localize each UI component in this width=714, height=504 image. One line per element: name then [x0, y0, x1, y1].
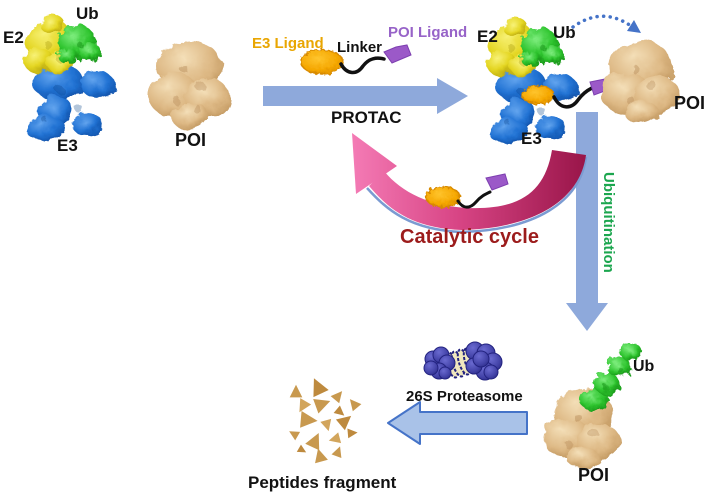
ternary-complex-graphic	[486, 18, 680, 144]
ternary-e3-ligand-shape	[521, 85, 555, 105]
poly-ub-chain-graphic	[580, 343, 642, 411]
ub-label-ternary: Ub	[553, 23, 576, 42]
e3-label-initial: E3	[57, 136, 78, 155]
cycle-protac-molecule-graphic	[425, 173, 509, 209]
proteasome-label: 26S Proteasome	[406, 388, 523, 405]
protac-arrow-label: PROTAC	[331, 108, 402, 127]
ub-label-chain: Ub	[633, 358, 655, 375]
ub-label-initial: Ub	[76, 4, 99, 23]
poi-label-degraded: POI	[578, 465, 610, 485]
ubiquitination-label: Ubiquitination	[600, 172, 617, 273]
cycle-arrowhead	[352, 133, 397, 194]
linker-label: Linker	[337, 39, 383, 56]
e2-label-ternary: E2	[477, 27, 498, 46]
catalytic-cycle-label: Catalytic cycle	[400, 226, 539, 248]
catalytic-cycle-arrow	[352, 133, 588, 234]
peptides-label: Peptides fragment	[248, 473, 397, 492]
e2-label-initial: E2	[3, 28, 24, 47]
ternary-linker-line	[552, 86, 594, 109]
protac-molecule-graphic	[300, 44, 412, 75]
proteasome-graphic	[423, 341, 503, 381]
poi-label-ternary: POI	[674, 93, 706, 113]
ubiquitinated-poi-graphic	[543, 343, 642, 469]
poi-ligand-label: POI Ligand	[388, 24, 468, 41]
e3-label-ternary: E3	[521, 129, 542, 148]
protac-arrow	[263, 78, 468, 114]
poi-ligand-shape	[383, 44, 412, 64]
peptide-fragments-graphic	[289, 378, 362, 464]
free-poi-graphic	[148, 40, 230, 130]
e3-ligand-label: E3 Ligand	[252, 35, 324, 52]
linker-line	[339, 56, 386, 75]
ub-transfer-dotted-arrow	[571, 14, 641, 33]
e3-ligand-shape	[300, 49, 344, 75]
poi-label-free: POI	[175, 130, 207, 150]
e2-ub-e3-complex-graphic	[23, 15, 116, 141]
degradation-arrow	[387, 401, 528, 445]
ternary-poi-graphic	[601, 40, 680, 124]
